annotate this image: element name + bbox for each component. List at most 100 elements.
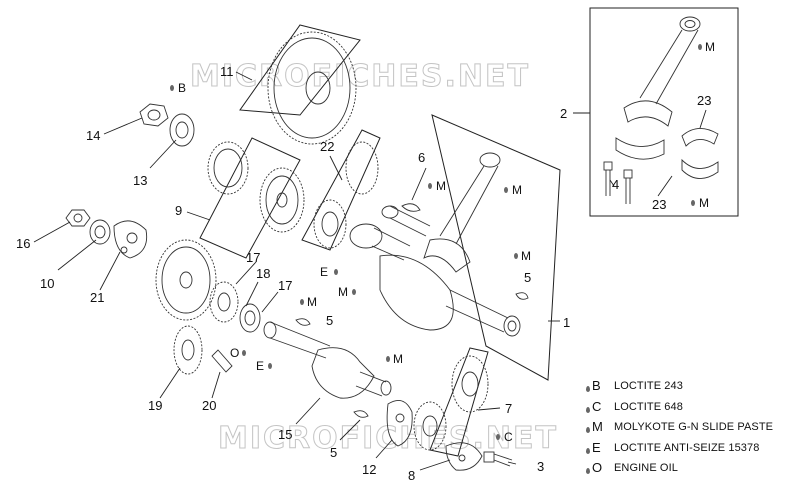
legend-code: C [592, 398, 602, 414]
washer-18 [239, 303, 261, 333]
gear-22-outline [301, 129, 381, 251]
callout-21: 21 [90, 290, 104, 305]
mark-M-rod-inset: M [698, 40, 715, 54]
leader-4 [609, 179, 615, 187]
leader-14 [103, 117, 143, 135]
gear-7-outline [429, 347, 489, 457]
leader-12 [375, 439, 393, 459]
leader-23b [657, 175, 673, 197]
callout-1: 1 [563, 315, 570, 330]
connecting-rod-inset-box [589, 7, 739, 217]
callout-5-crank: 5 [524, 270, 531, 285]
drop-icon [586, 468, 590, 474]
callout-23-bottom: 23 [652, 197, 666, 212]
washer-13 [169, 113, 195, 147]
watermark-top: MICROFICHES.NET [190, 59, 530, 94]
callout-18: 18 [256, 266, 270, 281]
callout-17-top: 17 [246, 250, 260, 265]
bolt-3 [483, 451, 513, 467]
rod-bolt-4 [603, 161, 633, 204]
mark-C-bolt: C [496, 430, 513, 444]
legend-code: B [592, 378, 601, 393]
crankshaft-1 [349, 223, 521, 337]
crankshaft-group-outline [431, 114, 561, 381]
gear-9-large [155, 239, 217, 321]
legend-row-c: C LOCTITE 648 [580, 399, 798, 420]
gear-7-front [413, 401, 447, 451]
callout-11: 11 [220, 64, 234, 79]
lubricant-legend: B LOCTITE 243 C LOCTITE 648 M MOLYKOTE G… [580, 378, 798, 481]
leader-7 [477, 407, 501, 411]
callout-10: 10 [40, 276, 54, 291]
mark-M-shaft-end: M [386, 352, 403, 366]
mark-E-crank: E [320, 265, 338, 279]
callout-17-mid: 17 [278, 278, 292, 293]
callout-6: 6 [418, 150, 425, 165]
gear-9-outline [199, 137, 301, 259]
nut-14 [139, 103, 169, 127]
shaft-15 [263, 321, 392, 399]
callout-12: 12 [362, 462, 376, 477]
svg-text:B: B [178, 81, 186, 95]
key-5-c [353, 410, 369, 418]
leader-9 [186, 211, 211, 221]
mark-M-bolt: M [691, 196, 709, 210]
callout-15: 15 [278, 427, 292, 442]
drop-icon [586, 386, 590, 392]
nut-16 [65, 209, 91, 227]
gear-19 [173, 325, 203, 375]
legend-text: MOLYKOTE G-N SLIDE PASTE [614, 421, 774, 433]
callout-20: 20 [202, 398, 216, 413]
svg-text:M: M [705, 40, 715, 54]
svg-text:M: M [699, 196, 709, 210]
legend-text: LOCTITE 243 [614, 380, 683, 392]
callout-5-bottom: 5 [330, 445, 337, 460]
leader-15 [295, 397, 321, 425]
legend-code: O [592, 460, 603, 475]
mark-M-crank-pin: M [514, 249, 531, 263]
callout-2: 2 [560, 106, 567, 121]
leader-23a [699, 109, 707, 129]
leader-20 [211, 371, 221, 399]
svg-text:M: M [512, 183, 522, 197]
leader-17a [235, 261, 257, 285]
callout-22: 22 [320, 139, 334, 154]
leader-3 [507, 461, 517, 465]
svg-text:C: C [504, 430, 513, 444]
gear-22 [313, 141, 379, 249]
drop-icon [586, 447, 590, 454]
callout-14: 14 [86, 128, 100, 143]
gear-17 [209, 281, 239, 323]
callout-13: 13 [133, 173, 147, 188]
callout-8: 8 [408, 468, 415, 483]
key-5-b [295, 318, 311, 326]
svg-text:E: E [256, 359, 264, 373]
gear-7-rear [451, 355, 489, 413]
drop-icon [586, 406, 590, 413]
gear-9-mid [259, 167, 305, 233]
callout-5-shaft: 5 [326, 313, 333, 328]
svg-text:M: M [307, 295, 317, 309]
pin-20 [211, 349, 233, 373]
mark-E-shaft: E [256, 359, 272, 373]
bearing-shell-23-lower [681, 158, 719, 179]
legend-code: E [592, 439, 601, 455]
leader-5c [339, 419, 361, 441]
key-5-a [515, 292, 529, 300]
mark-B-nut: B [170, 81, 186, 95]
washer-10 [89, 219, 111, 245]
callout-9: 9 [175, 203, 182, 218]
plate-12 [386, 399, 413, 447]
callout-3: 3 [537, 459, 544, 474]
leader-18 [245, 281, 259, 307]
leader-21 [99, 251, 121, 291]
callout-23-top: 23 [697, 93, 711, 108]
leader-17b [261, 291, 279, 313]
rod-cap [615, 137, 665, 160]
gear-11-outline [239, 24, 361, 116]
drop-icon [586, 427, 590, 433]
mark-M-rod: M [504, 183, 522, 197]
leader-8 [419, 459, 451, 471]
plate-21 [113, 220, 148, 259]
